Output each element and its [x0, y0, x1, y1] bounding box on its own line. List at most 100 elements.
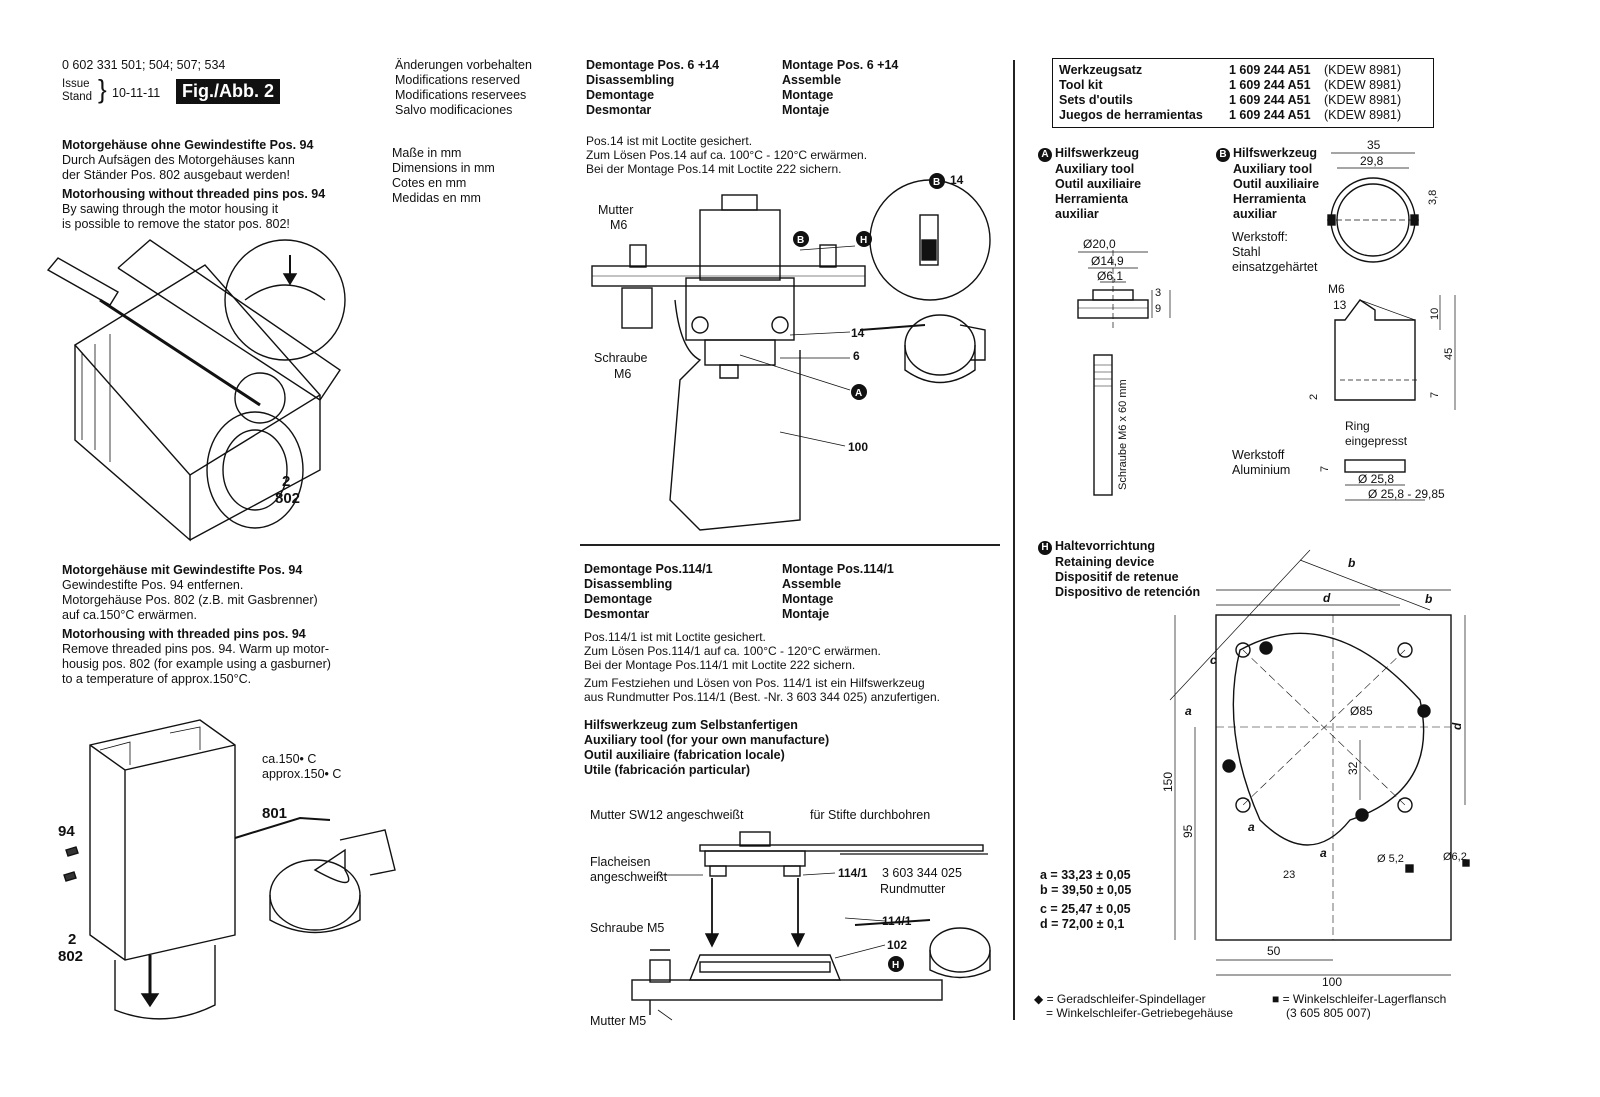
ass-line: Montaje [782, 103, 830, 117]
kit-number: 1 609 244 A51 [1229, 78, 1311, 92]
dim-d149: Ø14,9 [1091, 254, 1124, 268]
callout-A-text: A [855, 388, 862, 399]
section3-assembly: Montage Pos. 6 +14 Assemble Montage Mont… [782, 58, 898, 118]
dim-c: c [1210, 653, 1217, 667]
section1-en-line: By sawing through the motor housing it [62, 202, 279, 216]
section4-disassembly: Demontage Pos.114/1 Disassembling Demont… [584, 562, 713, 622]
ass-line: Montage [782, 592, 834, 606]
section2-de-line: Motorgehäuse Pos. 802 (z.B. mit Gasbrenn… [62, 593, 318, 607]
label-802: 802 [275, 490, 300, 507]
dim-h10: 10 [1429, 308, 1441, 320]
label-802b: 802 [58, 948, 83, 965]
note-line: Pos.114/1 ist mit Loctite gesichert. [584, 630, 766, 644]
column-divider [1013, 60, 1015, 1020]
badge-A-icon: A [1038, 148, 1052, 162]
kit-row: Tool kit 1 609 244 A51 (KDEW 8981) [1059, 78, 1427, 93]
dim-d258r: Ø 25,8 - 29,85 [1368, 487, 1445, 501]
dis-line: Disassembling [584, 577, 673, 591]
dim-d52: Ø 5,2 [1377, 853, 1404, 865]
formula: a = 33,23 ± 0,05 [1040, 868, 1131, 882]
dim-eingepresst: eingepresst [1345, 434, 1408, 448]
kit-row: Werkzeugsatz 1 609 244 A51 (KDEW 8981) [1059, 63, 1427, 78]
toolA-name: Auxiliary tool [1055, 162, 1135, 176]
section2-de-line: auf ca.150°C erwärmen. [62, 608, 197, 622]
issue-date: 10-11-11 [112, 86, 161, 100]
material-line: Werkstoff: [1232, 230, 1288, 244]
label-14: 14 [851, 326, 865, 340]
ass-line: Assemble [782, 577, 842, 591]
temp-de: ca.150• C [262, 752, 317, 766]
section1-de-title: Motorgehäuse ohne Gewindestifte Pos. 94 [62, 138, 314, 152]
note-line: Bei der Montage Pos.14 mit Loctite 222 s… [586, 162, 842, 176]
formula: d = 72,00 ± 0,1 [1040, 917, 1125, 931]
kit-number: 1 609 244 A51 [1229, 93, 1311, 107]
dim-a2: a [1248, 820, 1255, 834]
issue-labels: Issue Stand [62, 78, 92, 104]
callout-B-icon [793, 231, 809, 247]
formula: b = 39,50 ± 0,05 [1040, 883, 1132, 897]
dim-w23: 23 [1283, 869, 1295, 881]
badge-B-icon: B [1216, 148, 1230, 162]
kit-name: Juegos de herramientas [1059, 108, 1203, 122]
label-114-1b: 114/1 [882, 914, 912, 928]
label-m6b: M6 [614, 367, 631, 381]
ass-line: Montage Pos.114/1 [782, 562, 894, 576]
ass-line: Montaje [782, 607, 830, 621]
legend-square: ■ = Winkelschleifer-Lagerflansch (3 605 … [1272, 992, 1446, 1020]
dis-line: Desmontar [586, 103, 652, 117]
callout-H-icon [888, 956, 904, 972]
auxiliary-tool-drawing [631, 831, 991, 1021]
label-14b: 14 [950, 173, 964, 187]
toolH-formulas: a = 33,23 ± 0,05 b = 39,50 ± 0,05 c = 25… [1040, 868, 1131, 932]
material-line: Aluminium [1232, 463, 1291, 477]
label-801: 801 [262, 805, 287, 822]
toolA-drawing [1077, 250, 1171, 496]
toolA-name: auxiliar [1055, 207, 1099, 221]
callout-H-text: H [860, 235, 867, 246]
part-numbers: 0 602 331 501; 504; 507; 534 [62, 58, 226, 72]
figure-badge: Fig./Abb. 2 [176, 79, 280, 104]
section4-tool-title: Hilfswerkzeug zum Selbstanfertigen Auxil… [584, 718, 829, 778]
section2-en-line: housig pos. 802 (for example using a gas… [62, 657, 331, 671]
dim-w298: 29,8 [1360, 154, 1384, 168]
dimensions-en: Dimensions in mm [392, 161, 495, 175]
formula: c = 25,47 ± 0,05 [1040, 902, 1131, 916]
kit-name: Sets d'outils [1059, 93, 1133, 107]
kit-row: Sets d'outils 1 609 244 A51 (KDEW 8981) [1059, 93, 1427, 108]
dim-w50: 50 [1267, 944, 1281, 958]
dimensions-de: Maße in mm [392, 146, 462, 160]
dim-h3: 3 [1155, 287, 1161, 299]
kit-number: 1 609 244 A51 [1229, 63, 1311, 77]
kit-code: (KDEW 8981) [1324, 108, 1402, 122]
tool-title-line: Outil auxiliaire (fabrication locale) [584, 748, 785, 762]
tool-title-line: Utile (fabricación particular) [584, 763, 751, 777]
dimensions-es: Medidas en mm [392, 191, 481, 205]
dimensions-notice: Maße in mm Dimensions in mm Cotes en mm … [392, 146, 495, 206]
dim-b1: b [1348, 556, 1355, 570]
label-mutter-sw12: Mutter SW12 angeschweißt [590, 808, 744, 822]
section3-notes: Pos.14 ist mit Loctite gesichert. Zum Lö… [586, 134, 867, 176]
toolB-name: Herramienta [1233, 192, 1306, 206]
section4-notes: Pos.114/1 ist mit Loctite gesichert. Zum… [584, 630, 940, 704]
toolA-name: Outil auxiliaire [1055, 177, 1142, 191]
dis-line: Demontage [586, 88, 655, 102]
label-stifte: für Stifte durchbohren [810, 808, 930, 822]
dim-d85: Ø85 [1350, 704, 1373, 718]
dim-p13: 13 [1333, 298, 1347, 312]
dis-line: Demontage Pos. 6 +14 [586, 58, 720, 72]
dim-d258: Ø 25,8 [1358, 472, 1394, 486]
dim-h38: 3,8 [1427, 190, 1439, 205]
section2-en-title: Motorhousing with threaded pins pos. 94 [62, 627, 306, 641]
badge-H-icon: H [1038, 541, 1052, 555]
temperature-label: ca.150• C approx.150• C [262, 752, 341, 782]
diamond-icon: ◆ [1034, 992, 1047, 1006]
dim-m6: M6 [1328, 282, 1345, 296]
label-2b: 2 [68, 931, 76, 948]
callout-B-text: B [797, 235, 804, 246]
label-mutter: Mutter [598, 203, 633, 217]
dis-line: Disassembling [586, 73, 675, 87]
dim-screw: Schraube M6 x 60 mm [1117, 379, 1129, 490]
